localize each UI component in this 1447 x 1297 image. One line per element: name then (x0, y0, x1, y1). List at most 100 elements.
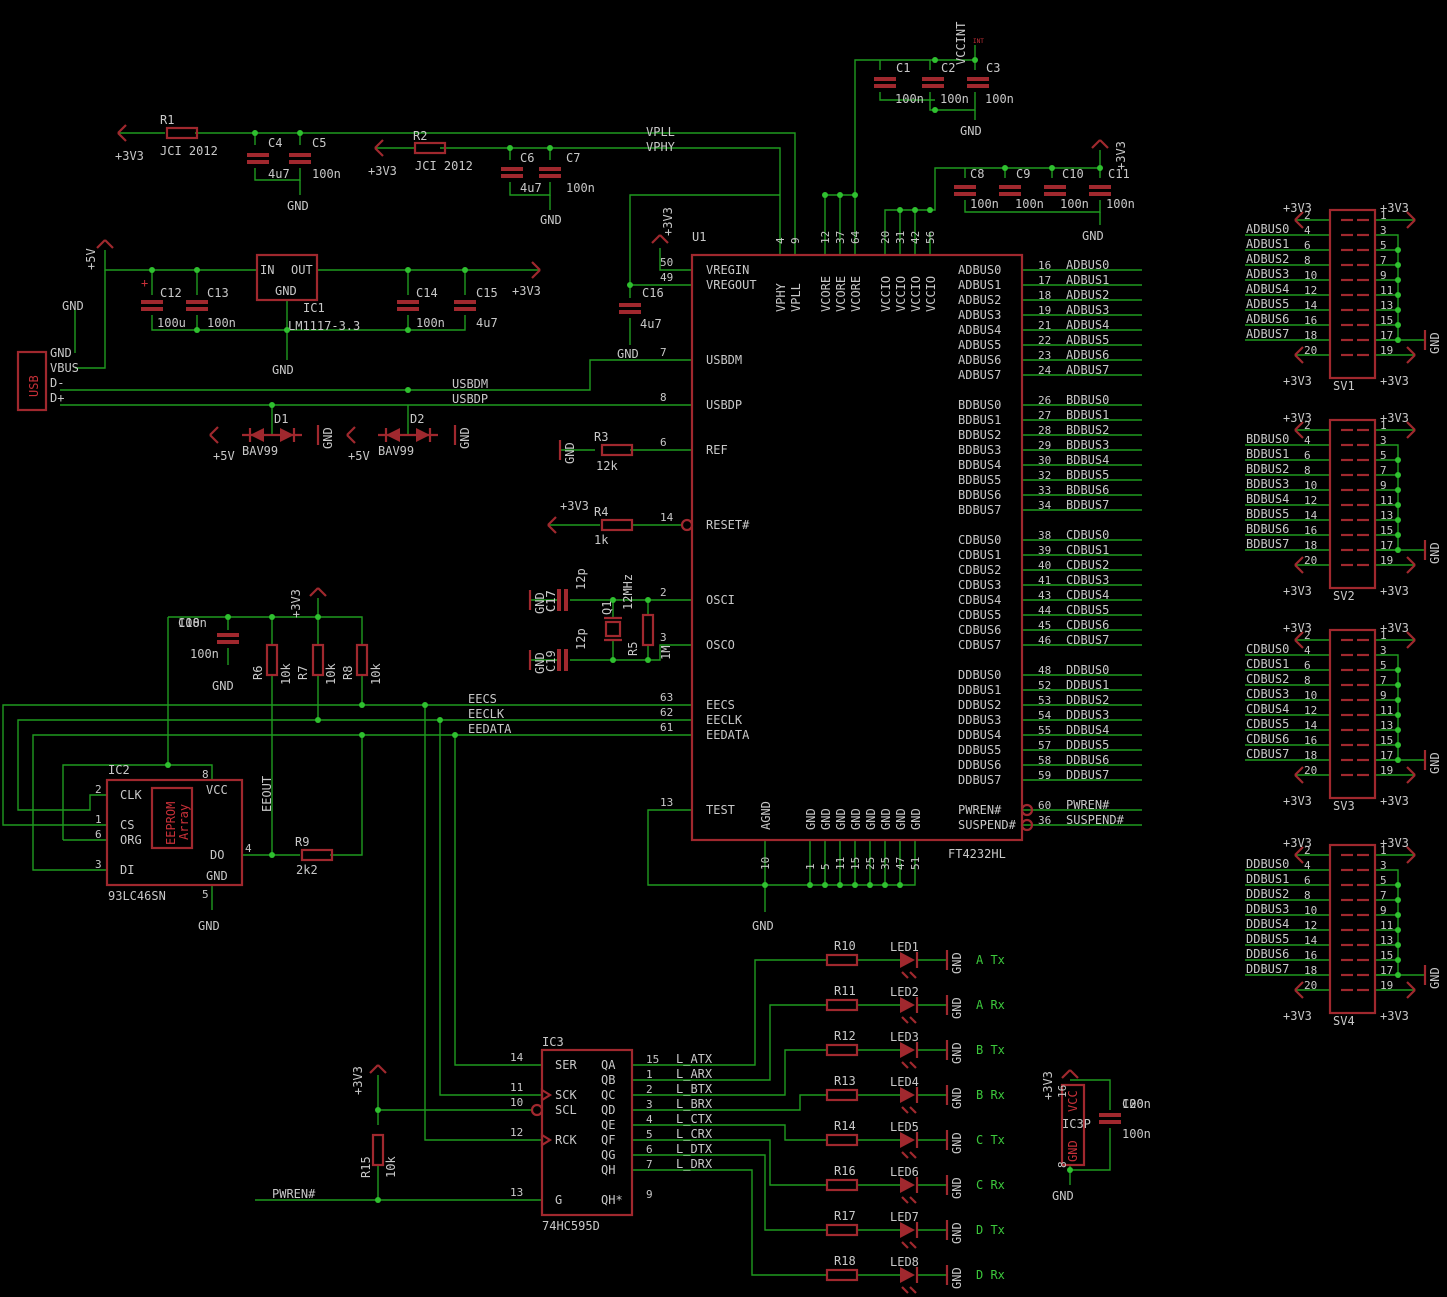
resistor-value: 10k (369, 663, 383, 685)
header-net-label: ADBUS0 (1246, 222, 1289, 236)
usbdm-label: USBDM (452, 377, 488, 391)
header-net-label: ADBUS4 (1246, 282, 1289, 296)
u1-pin-number: 34 (1038, 499, 1052, 512)
header-pin-number: 19 (1380, 554, 1393, 567)
header-net-label: CDBUS0 (1246, 642, 1289, 656)
u1-pin-label: ADBUS7 (958, 368, 1001, 382)
u1-pin-number: 47 (894, 857, 907, 870)
resistor-name: R10 (834, 939, 856, 953)
junction-dot (194, 267, 200, 273)
junction-dot (297, 130, 303, 136)
supply-arrow (1294, 631, 1304, 641)
header-pin-number: 18 (1304, 964, 1317, 977)
led-name: LED6 (890, 1165, 919, 1179)
gnd-label: GND (62, 299, 84, 313)
u1-pin-number: 20 (879, 231, 892, 244)
capacitor-name: C11 (1108, 167, 1130, 181)
resistor-value: 1k (594, 533, 609, 547)
gnd-label: GND (198, 919, 220, 933)
supply-arrow (651, 234, 661, 244)
supply-arrow (1406, 346, 1416, 356)
capacitor-value: 4u7 (520, 181, 542, 195)
ic2-pin-label: VCC (206, 783, 228, 797)
supply-label: +3V3 (1380, 201, 1409, 215)
junction-dot (1395, 457, 1401, 463)
eecs-label: EECS (468, 692, 497, 706)
5v-net (104, 250, 257, 271)
led-net-label: L_ARX (676, 1067, 713, 1081)
header-pin-number: 19 (1380, 764, 1393, 777)
supply-label: +3V3 (1283, 1009, 1312, 1023)
junction-dot (1395, 247, 1401, 253)
junction-dot (1395, 322, 1401, 328)
u1-pin-label: GND (864, 808, 878, 830)
resistor-body (641, 613, 655, 647)
junction-dot (225, 614, 231, 620)
capacitor-value: 100n (940, 92, 969, 106)
led-ray (901, 1016, 909, 1024)
header-pin-number: 5 (1380, 239, 1387, 252)
u1-pin-label: BDBUS3 (958, 443, 1001, 457)
u1-name: U1 (692, 230, 706, 244)
bus-net-label: SUSPEND# (1066, 813, 1125, 827)
header-net-label: DDBUS2 (1246, 887, 1289, 901)
u1-pin-label: EECLK (706, 713, 743, 727)
header-net-label: BDBUS7 (1246, 537, 1289, 551)
u1-pin-label: VCCIO (894, 276, 908, 312)
capacitor-plate (454, 307, 476, 311)
resistor-body (825, 1178, 859, 1192)
vccio-net (884, 209, 930, 232)
supply-arrow (1294, 981, 1304, 991)
led-symbol (900, 1177, 915, 1193)
supply-arrow (1294, 211, 1304, 221)
led-net (632, 959, 827, 1066)
junction-dot (149, 267, 155, 273)
supply-label: +3V3 (1041, 1071, 1055, 1100)
u1-pin-label: OSCI (706, 593, 735, 607)
supply-label: +5V (213, 449, 235, 463)
u1-pin-number: 49 (660, 271, 673, 284)
gnd-label: GND (533, 652, 547, 674)
header-net-label: BDBUS6 (1246, 522, 1289, 536)
junction-dot (1097, 165, 1103, 171)
junction-dot (269, 614, 275, 620)
crystal-body (604, 620, 622, 638)
junction-dot (1002, 165, 1008, 171)
u1-pin-number: 33 (1038, 484, 1051, 497)
junction-dot (1395, 502, 1401, 508)
led-symbol (900, 997, 915, 1013)
wire (509, 182, 551, 196)
header-net-label: BDBUS3 (1246, 477, 1289, 491)
led-symbol (900, 952, 915, 968)
usb-connector (16, 350, 48, 412)
junction-dot (165, 762, 171, 768)
ic3-pin-label: SER (555, 1058, 577, 1072)
ic2-pin-label: DO (210, 848, 224, 862)
supply-arrow (1406, 639, 1416, 649)
capacitor-plate (217, 640, 239, 644)
eecs-ic3 (424, 705, 542, 1141)
gnd-label: GND (1428, 332, 1442, 354)
capacitor-name: C17 (544, 590, 558, 612)
capacitor-value: 100n (895, 92, 924, 106)
capacitor-value: 100n (1060, 197, 1089, 211)
capacitor-value: 100n (1015, 197, 1044, 211)
supply-label: +3V3 (1283, 411, 1312, 425)
header-net-label: BDBUS4 (1246, 492, 1289, 506)
supply-arrow (1406, 219, 1416, 229)
header-net-label: DDBUS0 (1246, 857, 1289, 871)
led-ray (901, 1106, 909, 1114)
u1-pin-number: 59 (1038, 769, 1051, 782)
gnd-label: GND (960, 124, 982, 138)
supply-label: +3V3 (1283, 794, 1312, 808)
u1-pin-number: 10 (759, 857, 772, 870)
led-label: D Rx (976, 1268, 1005, 1282)
supply-arrow (1406, 556, 1416, 566)
capacitor-plate (967, 77, 989, 81)
junction-dot (852, 192, 858, 198)
diode-value: BAV99 (378, 444, 414, 458)
junction-dot (972, 57, 978, 63)
clock-symbol (540, 1088, 553, 1102)
capacitor-value: 100n (312, 167, 341, 181)
wire (659, 248, 692, 271)
